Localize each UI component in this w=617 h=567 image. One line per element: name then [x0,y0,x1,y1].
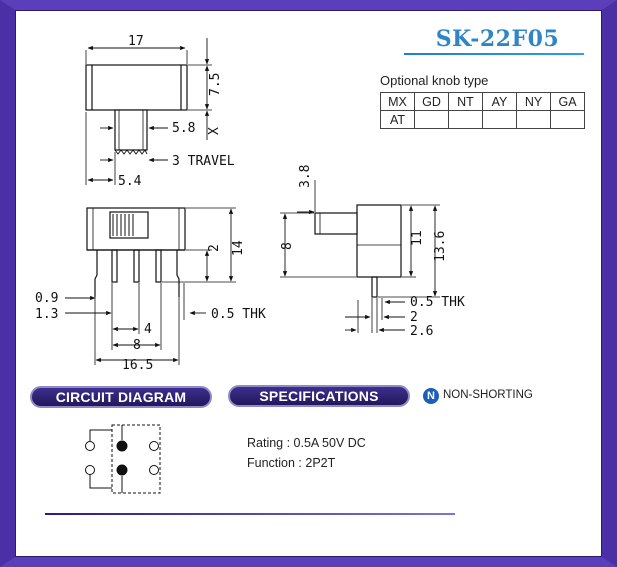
pin [133,249,140,283]
knob-type-table: MX GD NT AY NY GA AT [380,92,585,129]
circuit-dashed-box [111,424,161,494]
table-row: AT [380,110,585,129]
dim-label-1-3: 1.3 [35,307,58,322]
dim-label-16-5: 16.5 [122,358,153,373]
dim-label-14: 14 [231,240,246,256]
actuator-outline [114,109,148,151]
side-actuator [314,212,358,235]
dim-label-13-6: 13.6 [433,231,448,262]
side-pin [371,276,378,298]
dim-label-x: X [207,127,222,135]
side-body-outline [356,204,402,278]
dim-label-0-9: 0.9 [35,291,58,306]
table-cell: GD [414,92,449,111]
part-number-title: SK-22F05 [435,26,560,52]
front-view [65,207,236,365]
dim-label-travel: 3 TRAVEL [172,154,235,169]
table-cell: NT [448,92,483,111]
contact-open [85,441,95,451]
table-row: MX GD NT AY NY GA [380,92,585,111]
contact-common [116,464,128,476]
contact-open [85,465,95,475]
dim-label-8-side: 8 [280,242,295,250]
dim-label-11: 11 [410,230,425,246]
pin [155,249,162,283]
circuit-link [89,429,112,441]
circuit-diagram [85,424,161,494]
table-cell: GA [550,92,585,111]
bottom-rule [45,513,455,515]
actuator-break [114,149,148,155]
frame-inner-border [15,10,602,557]
dim-label-2-side: 2 [410,310,418,325]
dim-label-3-8: 3.8 [298,165,313,188]
side-view [280,180,440,333]
spec-function: Function : 2P2T [247,456,336,470]
spec-rating: Rating : 0.5A 50V DC [247,436,366,450]
dim-label-4: 4 [144,322,152,337]
contact-common [116,440,128,452]
dim-label-8: 8 [133,338,141,353]
dim-label-thk-front: 0.5 THK [211,307,266,322]
dim-label-7-5: 7.5 [208,73,223,96]
dim-label-5-4: 5.4 [118,174,142,189]
circuit-link [89,475,112,489]
dim-label-5-8: 5.8 [172,121,195,136]
title-underline [404,53,584,55]
non-shorting-icon: N [423,388,439,404]
dim-label-2: 2 [207,244,222,252]
contact-open [149,465,159,475]
table-cell: AY [482,92,517,111]
dim-label-2-6: 2.6 [410,324,433,339]
actuator-knurl [112,214,134,236]
table-cell [550,110,585,129]
specifications-heading: SPECIFICATIONS [228,385,410,407]
table-cell: AT [380,110,415,129]
pin [111,249,118,283]
dim-label-thk-side: 0.5 THK [410,295,465,310]
dim-label-17: 17 [128,34,144,49]
contact-open [149,441,159,451]
top-view [85,38,212,185]
top-body-outline [85,64,188,111]
circuit-diagram-heading: CIRCUIT DIAGRAM [30,386,212,408]
non-shorting-label: NON-SHORTING [443,389,533,401]
knob-type-caption: Optional knob type [380,73,489,88]
